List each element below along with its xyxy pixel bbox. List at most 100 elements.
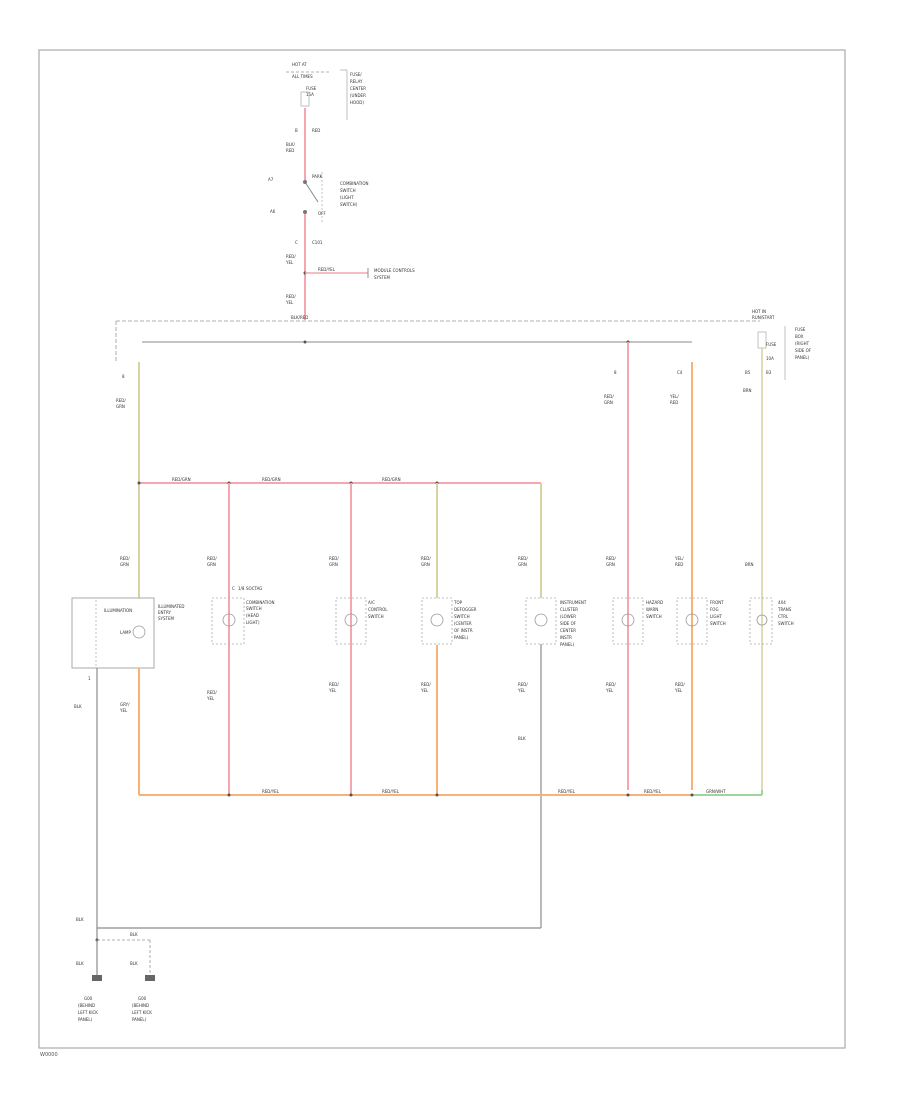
svg-text:PANEL): PANEL) (454, 635, 469, 640)
lamp-4wd-control: 4X4 TRANS CTRL SWITCH (749, 597, 794, 645)
svg-text:RED/GRN: RED/GRN (172, 477, 191, 482)
svg-text:FUSE: FUSE (795, 327, 806, 332)
svg-text:RUN/START: RUN/START (752, 315, 775, 320)
svg-text:PANEL): PANEL) (795, 355, 810, 360)
svg-text:RED/: RED/ (329, 682, 339, 687)
svg-text:(HEAD: (HEAD (246, 613, 259, 618)
svg-text:PANEL): PANEL) (78, 1017, 93, 1022)
svg-text:LIGHT): LIGHT) (246, 620, 260, 625)
svg-text:SYSTEM: SYSTEM (158, 616, 174, 621)
svg-text:BLK: BLK (76, 917, 84, 922)
svg-text:(BEHIND: (BEHIND (78, 1003, 95, 1008)
svg-text:SWITCH: SWITCH (454, 614, 470, 619)
svg-text:RED: RED (312, 128, 320, 133)
svg-text:YEL/: YEL/ (674, 556, 684, 561)
svg-text:YEL: YEL (285, 260, 294, 265)
svg-text:RED: RED (286, 148, 294, 153)
svg-text:SWITCH: SWITCH (710, 621, 726, 626)
svg-text:RED/: RED/ (518, 556, 528, 561)
lamp-ac-control: A/C CONTROL SWITCH (335, 597, 388, 645)
svg-text:1: 1 (88, 676, 91, 681)
svg-text:SYSTEM: SYSTEM (374, 275, 390, 280)
svg-text:CENTER: CENTER (560, 628, 576, 633)
svg-text:B: B (295, 128, 298, 133)
svg-text:RED/YEL: RED/YEL (644, 789, 662, 794)
svg-text:CLUSTER: CLUSTER (560, 607, 578, 612)
fuse-block-right: FUSE BOX (RIGHT SIDE OF PANEL) FUSE 10A … (743, 326, 812, 393)
svg-text:4X4: 4X4 (778, 600, 786, 605)
svg-text:RED/: RED/ (421, 556, 431, 561)
svg-text:SWITCH: SWITCH (368, 614, 384, 619)
svg-text:A7: A7 (268, 177, 274, 182)
svg-text:SWITCH: SWITCH (778, 621, 794, 626)
svg-text:SWITCH): SWITCH) (340, 202, 358, 207)
svg-text:COMBINATION: COMBINATION (246, 600, 275, 605)
svg-text:FOG: FOG (710, 607, 719, 612)
svg-text:G00: G00 (84, 996, 93, 1001)
svg-text:C101: C101 (312, 240, 323, 245)
svg-text:COMBINATION: COMBINATION (340, 181, 369, 186)
svg-text:YEL: YEL (119, 708, 128, 713)
svg-text:GRN: GRN (207, 562, 216, 567)
svg-text:RED/: RED/ (518, 682, 528, 687)
svg-text:WARN: WARN (646, 607, 658, 612)
svg-text:FUSE/: FUSE/ (350, 72, 362, 77)
svg-text:RED/GRN: RED/GRN (262, 477, 281, 482)
svg-text:RED: RED (675, 562, 683, 567)
svg-text:BRN: BRN (743, 388, 752, 393)
svg-text:RED/YEL: RED/YEL (382, 789, 400, 794)
svg-text:RED: RED (670, 400, 678, 405)
svg-text:GRY/: GRY/ (120, 702, 130, 707)
svg-text:RED/: RED/ (675, 682, 685, 687)
svg-text:ILLUMINATED: ILLUMINATED (158, 604, 184, 609)
svg-text:LEFT KICK: LEFT KICK (132, 1010, 152, 1015)
svg-text:RELAY: RELAY (350, 79, 363, 84)
svg-text:LIGHT: LIGHT (710, 614, 723, 619)
svg-text:B5: B5 (745, 370, 751, 375)
ground-point-right: G00 (BEHIND LEFT KICK PANEL) (132, 975, 155, 1022)
svg-text:BLK: BLK (130, 961, 138, 966)
svg-text:YEL: YEL (285, 300, 294, 305)
svg-text:YEL/: YEL/ (669, 394, 679, 399)
svg-text:YEL: YEL (420, 688, 429, 693)
svg-text:RED/: RED/ (207, 690, 217, 695)
svg-text:BRN: BRN (745, 562, 754, 567)
svg-text:C4: C4 (677, 370, 683, 375)
svg-text:RED/: RED/ (421, 682, 431, 687)
svg-text:(RIGHT: (RIGHT (795, 341, 810, 346)
fuse-block-top: HOT AT ALL TIMES FUSE 15A FUSE/ RELAY CE… (286, 62, 366, 120)
svg-text:15A: 15A (306, 92, 314, 97)
svg-text:SIDE OF: SIDE OF (560, 621, 577, 626)
svg-text:RED/: RED/ (286, 294, 296, 299)
svg-text:GRN: GRN (329, 562, 338, 567)
svg-text:HAZARD: HAZARD (646, 600, 663, 605)
svg-text:(UNDER: (UNDER (350, 93, 366, 98)
svg-text:GRN/WHT: GRN/WHT (706, 789, 726, 794)
svg-text:FRONT: FRONT (710, 600, 724, 605)
svg-text:PARK: PARK (312, 174, 323, 179)
svg-text:RED/: RED/ (604, 394, 614, 399)
svg-text:LEFT KICK: LEFT KICK (78, 1010, 98, 1015)
svg-text:GRN: GRN (120, 562, 129, 567)
svg-text:GRN: GRN (421, 562, 430, 567)
svg-text:HOT IN: HOT IN (752, 309, 766, 314)
svg-text:TRANS: TRANS (777, 607, 792, 612)
svg-text:RED/GRN: RED/GRN (382, 477, 401, 482)
svg-text:A6: A6 (270, 209, 276, 214)
svg-text:RED/YEL: RED/YEL (262, 789, 280, 794)
svg-text:ENTRY: ENTRY (158, 610, 171, 615)
svg-text:1/8: 1/8 (238, 586, 245, 591)
lamp-hazard-switch: HAZARD WARN SWITCH (612, 597, 663, 645)
svg-text:RED/: RED/ (606, 556, 616, 561)
lamp-instrument-cluster: INSTRUMENT CLUSTER (LOWER SIDE OF CENTER… (525, 597, 587, 647)
svg-text:MODULE CONTROLS: MODULE CONTROLS (374, 268, 415, 273)
svg-text:YEL: YEL (605, 688, 614, 693)
svg-text:(BEHIND: (BEHIND (132, 1003, 149, 1008)
svg-text:B3: B3 (766, 370, 772, 375)
svg-text:RED/: RED/ (286, 254, 296, 259)
svg-text:RED/: RED/ (120, 556, 130, 561)
svg-text:YEL: YEL (517, 688, 526, 693)
svg-text:G00: G00 (138, 996, 147, 1001)
diagram-border (38, 49, 846, 1049)
